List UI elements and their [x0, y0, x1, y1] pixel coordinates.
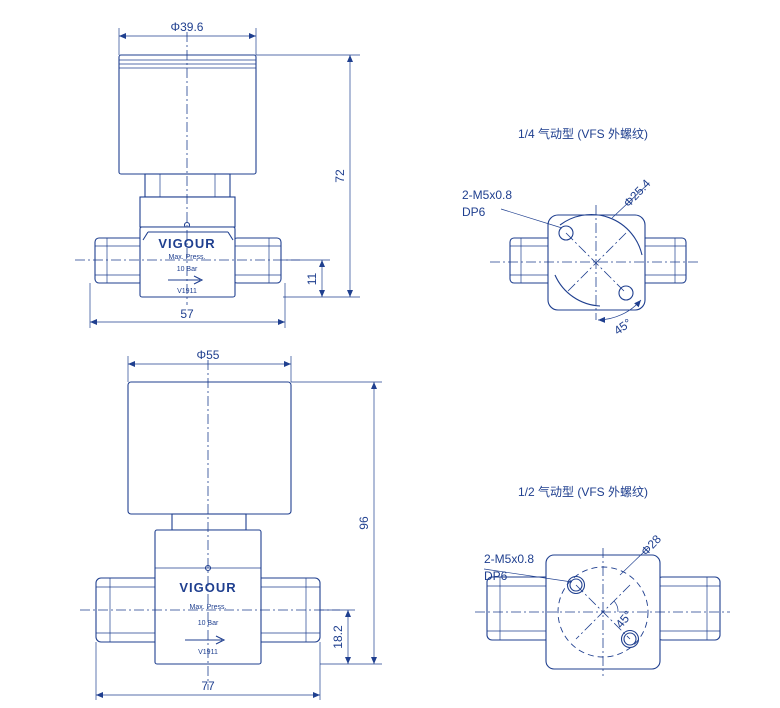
valve-1-width: 57 — [180, 307, 194, 321]
view-1-holes: 2-M5x0.8 — [462, 188, 512, 202]
valve-1-actuator — [118, 54, 257, 175]
valve-1-left-fitting — [94, 237, 144, 284]
view-2-holes: 2-M5x0.8 — [484, 552, 534, 566]
view-2-title: 1/2 气动型 (VFS 外螺纹) — [518, 484, 648, 499]
valve-2-pressure-mark: 10 Bar — [198, 620, 219, 627]
valve-2-hex-nut — [171, 513, 247, 531]
valve-1-model-mark: V1911 — [177, 288, 197, 295]
view-1-pcd: Φ25.4 — [621, 176, 654, 210]
valve-1-front-view — [75, 32, 300, 305]
valve-1-height: 72 — [333, 169, 347, 183]
valve-1-pressure-mark: 10 Bar — [177, 266, 198, 273]
valve-2-max-press-mark: Max. Press. — [190, 604, 227, 611]
valve-2-width: 77 — [201, 679, 215, 693]
view-2-depth: DP6 — [484, 569, 508, 583]
view-1-title: 1/4 气动型 (VFS 外螺纹) — [518, 126, 648, 141]
valve-1-hex-nut — [144, 173, 231, 198]
view-2-pcd: Φ28 — [638, 532, 664, 559]
valve-2-model-mark: V1911 — [198, 649, 218, 656]
valve-1-dimensions — [89, 28, 360, 328]
valve-1-top-diameter: Φ39.6 — [171, 20, 204, 34]
valve-2-port-height: 18.2 — [331, 625, 345, 649]
valve-2-brand-mark: VIGOUR — [179, 580, 236, 595]
valve-2-front-view — [80, 360, 340, 690]
view-1-angle: 45° — [611, 316, 634, 338]
valve-1-body — [139, 226, 236, 298]
valve-1-port-height: 11 — [305, 272, 319, 285]
valve-1-brand-mark: VIGOUR — [158, 236, 215, 251]
valve-2-top-diameter: Φ55 — [197, 348, 220, 362]
valve-2-bottom-view — [475, 547, 730, 676]
valve-2-actuator — [127, 381, 292, 515]
valve-1-right-fitting — [232, 237, 282, 284]
valve-2-height: 96 — [357, 516, 371, 530]
valve-2-dimensions — [95, 356, 382, 700]
view-1-depth: DP6 — [462, 205, 486, 219]
valve-1-max-press-mark: Max. Press. — [169, 254, 206, 261]
valve-1-bottom-view — [490, 183, 700, 323]
